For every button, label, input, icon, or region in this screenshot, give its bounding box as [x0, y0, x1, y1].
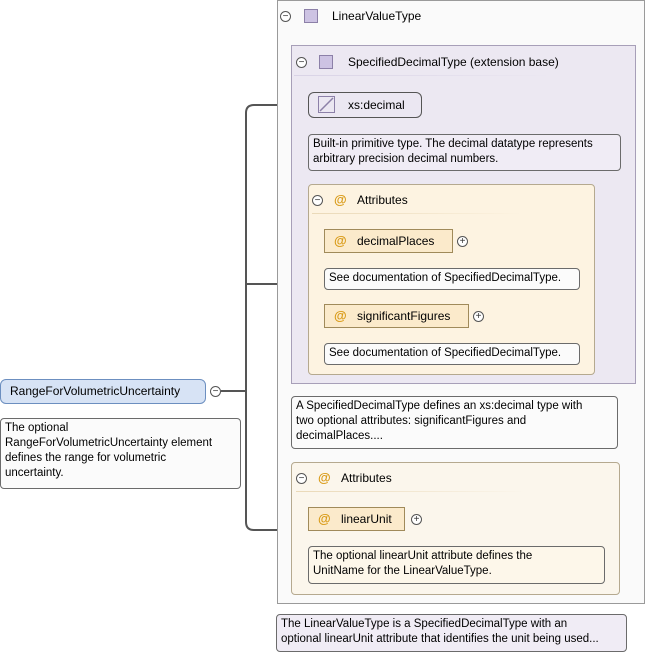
expand-significant-figures-icon[interactable]: + [473, 311, 484, 322]
divider [296, 491, 526, 492]
doc-line: uncertainty. [5, 467, 64, 479]
significant-figures-node[interactable] [324, 304, 469, 328]
doc-line: The optional [5, 422, 69, 434]
linear-value-type-title: LinearValueType [332, 9, 422, 23]
specified-decimal-type-title: SpecifiedDecimalType (extension base) [348, 55, 559, 69]
outer-attributes-title: Attributes [341, 471, 392, 485]
xs-decimal-documentation: Built-in primitive type. The decimal dat… [308, 134, 621, 171]
divider [312, 213, 522, 214]
doc-line: RangeForVolumetricUncertainty element [5, 437, 213, 449]
root-element-documentation: The optional RangeForVolumetricUncertain… [0, 418, 241, 489]
collapse-outer-attributes-icon[interactable]: − [296, 473, 307, 484]
linear-unit-node[interactable] [308, 507, 405, 531]
significant-figures-label: significantFigures [357, 309, 451, 323]
linear-value-type-documentation: The LinearValueType is a SpecifiedDecima… [276, 614, 627, 652]
linear-unit-documentation: The optional linearUnit attribute define… [308, 546, 605, 584]
range-for-volumetric-uncertainty-node[interactable] [0, 379, 206, 404]
doc-line: The LinearValueType is a SpecifiedDecima… [281, 618, 568, 630]
decimal-places-documentation: See documentation of SpecifiedDecimalTyp… [324, 268, 580, 290]
inner-attributes-title: Attributes [357, 193, 408, 207]
simple-type-icon [318, 96, 335, 113]
doc-line: The optional linearUnit attribute define… [313, 550, 533, 562]
decimal-places-node[interactable] [324, 229, 453, 253]
attribute-icon: @ [334, 308, 347, 323]
attribute-icon: @ [318, 511, 331, 526]
doc-line: A SpecifiedDecimalType defines an xs:dec… [296, 400, 583, 412]
collapse-linear-value-type-icon[interactable]: − [280, 11, 291, 22]
specified-decimal-type-documentation: A SpecifiedDecimalType defines an xs:dec… [291, 396, 618, 449]
complex-type-icon [319, 55, 333, 69]
root-element-label: RangeForVolumetricUncertainty [10, 384, 181, 398]
linear-unit-label: linearUnit [341, 512, 392, 526]
doc-line: Built-in primitive type. The decimal dat… [313, 138, 593, 150]
decimal-places-label: decimalPlaces [357, 234, 435, 248]
doc-line: decimalPlaces.... [296, 430, 383, 442]
doc-line: optional linearUnit attribute that ident… [281, 633, 599, 645]
doc-line: two optional attributes: significantFigu… [296, 415, 527, 427]
collapse-specified-decimal-type-icon[interactable]: − [296, 57, 307, 68]
divider [294, 75, 554, 76]
attribute-icon: @ [334, 192, 347, 207]
expand-linear-unit-icon[interactable]: + [411, 514, 422, 525]
expand-decimal-places-icon[interactable]: + [457, 236, 468, 247]
doc-line: arbitrary precision decimal numbers. [313, 153, 499, 165]
xs-decimal-label: xs:decimal [348, 98, 405, 112]
doc-line: UnitName for the LinearValueType. [313, 565, 492, 577]
attribute-icon: @ [334, 233, 347, 248]
doc-line: defines the range for volumetric [5, 452, 167, 464]
significant-figures-documentation: See documentation of SpecifiedDecimalTyp… [324, 343, 580, 365]
attribute-icon: @ [318, 470, 331, 485]
complex-type-icon [304, 9, 318, 23]
collapse-root-element-icon[interactable]: − [210, 386, 221, 397]
collapse-inner-attributes-icon[interactable]: − [312, 195, 323, 206]
